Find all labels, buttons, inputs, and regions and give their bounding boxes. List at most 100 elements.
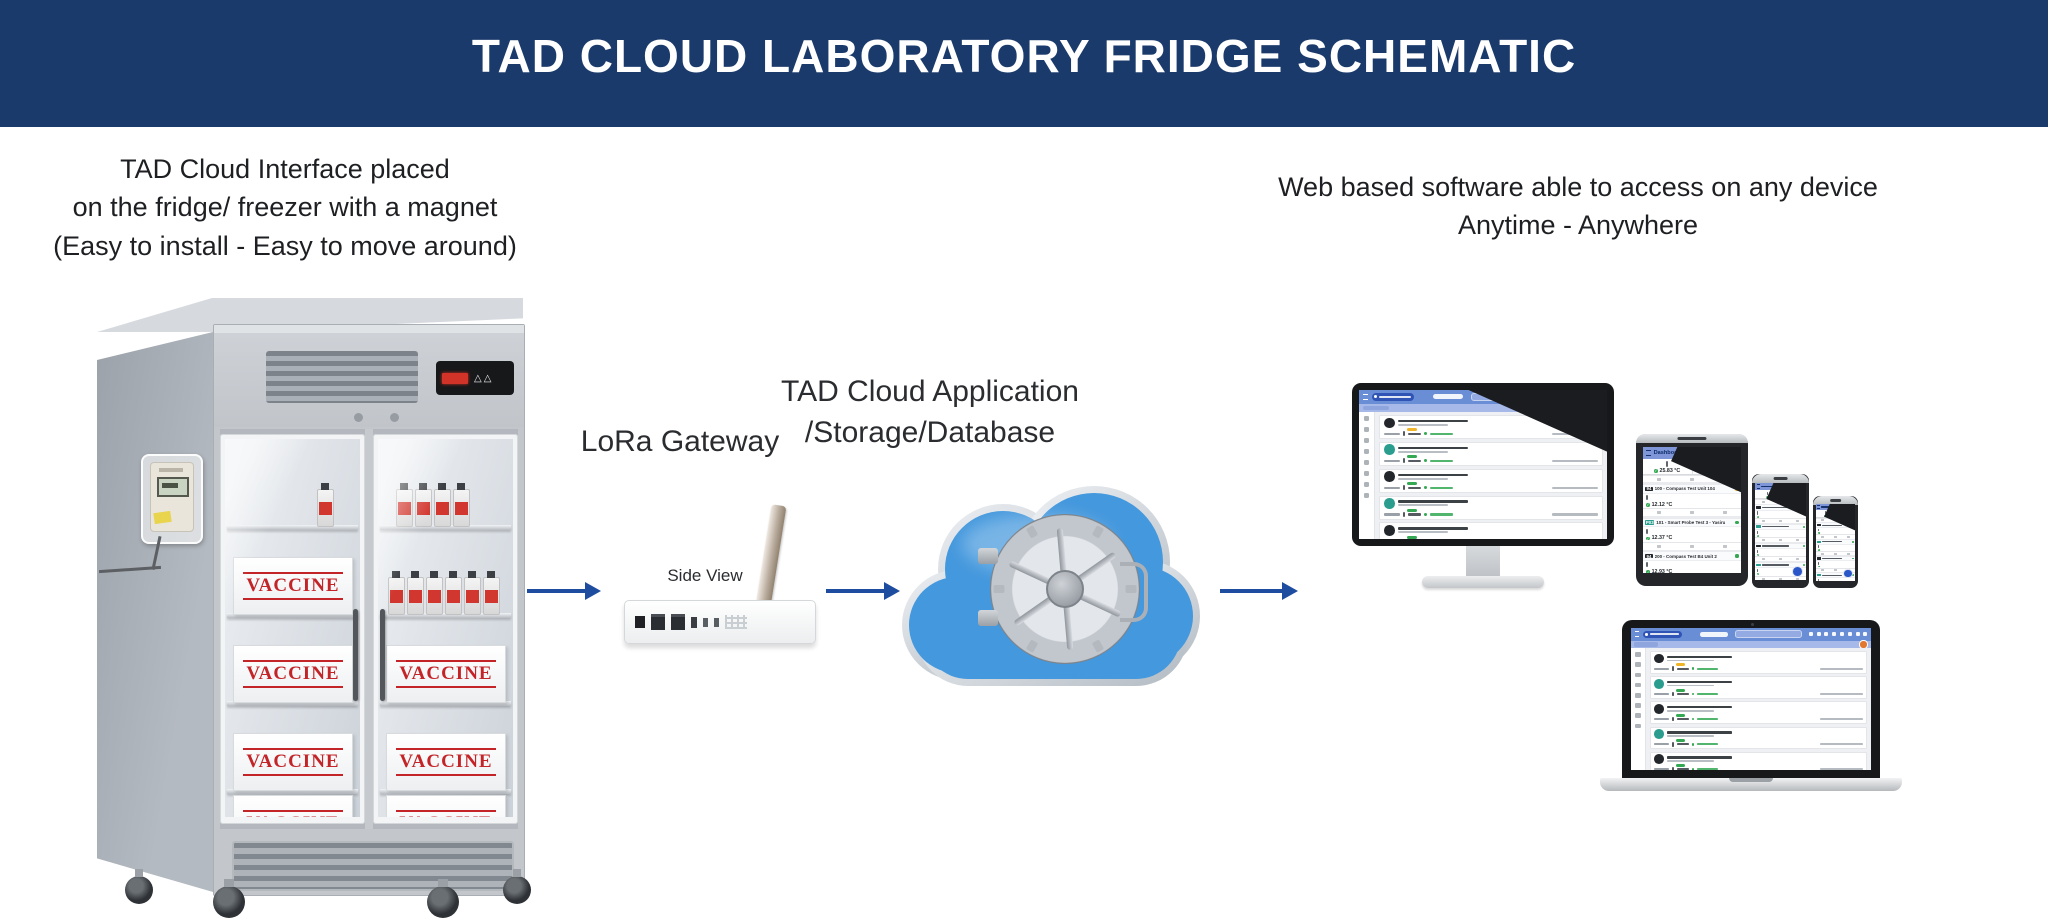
sensor-title-bar xyxy=(1822,524,1843,526)
shelf xyxy=(380,613,511,618)
thermometer-icon xyxy=(1757,530,1759,534)
vaccine-vial xyxy=(407,571,424,615)
toolbar-label xyxy=(1699,631,1728,637)
sensor-status-pill xyxy=(1407,428,1417,432)
sensor-badge xyxy=(1817,524,1821,527)
sensor-status-pill xyxy=(1407,454,1417,459)
caster-wheel xyxy=(125,869,153,904)
thermometer-icon xyxy=(1646,495,1649,501)
power-button xyxy=(714,617,719,627)
dashboard-sidebar xyxy=(1359,412,1375,539)
dashboard-topbar xyxy=(1631,628,1871,641)
gateway-label: LoRa Gateway xyxy=(580,425,780,458)
thermometer-icon xyxy=(1403,485,1405,491)
sensor-title-bar xyxy=(1398,473,1468,477)
toolbar-icon xyxy=(1565,394,1570,399)
check-icon xyxy=(1646,536,1650,541)
search-input xyxy=(1734,630,1802,639)
sensor-list xyxy=(1375,412,1607,539)
fridge-door-left: VACCINE VACCINE VACCINE VACCINE xyxy=(220,434,365,824)
devices-caption: Web based software able to access on any… xyxy=(1278,172,1878,241)
sensor-card-header xyxy=(1816,556,1855,562)
action-icon xyxy=(1657,544,1662,548)
sidebar-icon xyxy=(1635,713,1641,719)
vault-hinge xyxy=(978,548,998,564)
sensor-status-pill xyxy=(1675,713,1685,717)
status-dot-icon xyxy=(1424,432,1427,436)
toolbar-icons xyxy=(1540,394,1603,399)
sensor-card-footer xyxy=(1654,766,1863,770)
action-icon xyxy=(1834,519,1837,522)
summary-card xyxy=(1755,490,1806,499)
action-icon xyxy=(1762,519,1765,523)
mobile-dashboard xyxy=(1755,483,1806,580)
thermometer-icon xyxy=(1666,461,1669,467)
vaccine-vial xyxy=(453,483,470,527)
fridge-illustration: △△ VACCINE VACCINE VACCINE xyxy=(95,268,531,920)
action-icon xyxy=(1821,552,1824,555)
toolbar-icon xyxy=(1824,632,1829,637)
thermometer-icon xyxy=(1757,511,1759,515)
vaccine-vial xyxy=(445,571,462,615)
toolbar-icon xyxy=(1540,394,1545,399)
action-icon xyxy=(1847,519,1850,522)
toolbar-icon xyxy=(1832,632,1837,637)
toolbar-icon xyxy=(1808,632,1813,637)
sensor-card-header xyxy=(1384,417,1598,429)
action-icon xyxy=(1657,477,1662,481)
laptop-base xyxy=(1600,778,1902,791)
thermometer-icon xyxy=(1403,458,1405,464)
status-dot-icon xyxy=(1852,557,1854,560)
monitor-base xyxy=(1422,576,1544,588)
sensor-card xyxy=(1755,505,1806,523)
status-dot-icon xyxy=(1735,487,1739,491)
status-dot-icon xyxy=(1735,520,1739,525)
sidebar-icon xyxy=(1363,471,1370,476)
vaccine-box-partial: VACCINE xyxy=(233,795,353,817)
status-dot-icon xyxy=(1802,564,1805,567)
dashboard-body xyxy=(1359,412,1607,539)
thermometer-icon xyxy=(1817,528,1819,532)
thermometer-icon xyxy=(1672,666,1674,672)
sensor-badge xyxy=(1817,540,1821,543)
thermometer-icon xyxy=(1646,528,1649,534)
action-icon xyxy=(1847,536,1850,538)
logger-brand xyxy=(159,468,183,472)
action-icon xyxy=(1779,519,1782,523)
sensor-title-bar xyxy=(1762,525,1789,528)
thermometer-icon xyxy=(1672,691,1674,697)
vaccine-vial xyxy=(426,571,443,615)
action-icon xyxy=(1796,500,1799,503)
humidity-icon xyxy=(1714,461,1719,466)
caster-wheel xyxy=(503,869,531,904)
phone-device-small xyxy=(1813,496,1858,588)
sensor-badge xyxy=(1756,563,1761,567)
card-actions xyxy=(1755,575,1806,580)
action-icon xyxy=(1796,558,1799,561)
vault-hinge xyxy=(978,610,998,626)
fridge-front: △△ VACCINE VACCINE VACCINE xyxy=(213,324,525,896)
check-icon xyxy=(1654,469,1658,473)
sensor-card xyxy=(1649,726,1868,750)
toolbar-label xyxy=(1433,394,1463,400)
toolbar-icon xyxy=(1590,394,1595,399)
toolbar-icon xyxy=(1816,632,1821,637)
sensor-title-bar xyxy=(1667,655,1733,659)
cloud-label: TAD Cloud Application /Storage/Database xyxy=(781,375,1079,449)
sensor-card-header xyxy=(1816,573,1855,578)
door-handle-left xyxy=(353,609,358,701)
sensor-badge: 94 xyxy=(1645,553,1653,559)
sensor-card-footer xyxy=(1384,458,1598,464)
sensor-badge xyxy=(1654,703,1665,714)
sensor-badge xyxy=(1384,417,1395,429)
sensor-badge xyxy=(1756,506,1761,509)
menu-icon xyxy=(1363,393,1368,400)
search-input xyxy=(1470,392,1533,401)
sensor-status-pill xyxy=(1407,481,1417,485)
room-selector-pill xyxy=(1371,392,1414,401)
thermometer-icon xyxy=(1817,561,1819,565)
lora-gateway-device: Side View xyxy=(622,498,852,650)
sensor-subtitle-bar xyxy=(1398,504,1448,507)
sensor-card xyxy=(1379,468,1603,493)
